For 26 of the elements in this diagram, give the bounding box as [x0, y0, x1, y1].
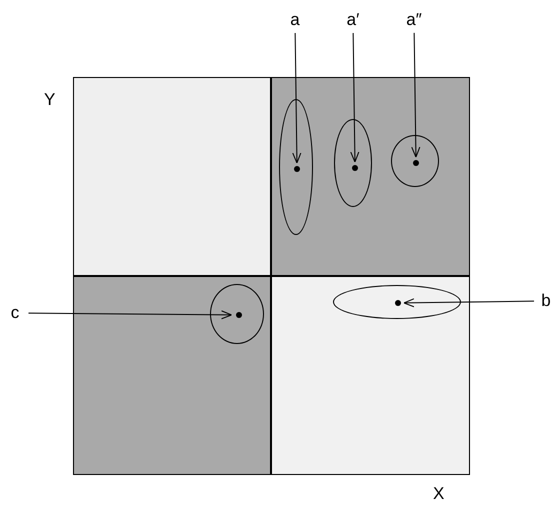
ellipse — [333, 285, 461, 319]
axis-label: X — [433, 484, 444, 504]
quadrant-panel — [73, 276, 271, 475]
dot — [294, 166, 300, 172]
dot — [413, 160, 419, 166]
ellipse — [334, 119, 372, 207]
quadrant-panel — [271, 77, 470, 276]
point-label: b — [537, 291, 554, 311]
dot — [352, 165, 358, 171]
point-label: a″ — [401, 10, 427, 30]
arrow — [28, 310, 232, 320]
point-label: a′ — [340, 10, 366, 30]
ellipse — [391, 135, 439, 187]
ellipse — [279, 99, 313, 235]
quadrant-panel — [73, 77, 271, 276]
arrow — [292, 32, 302, 164]
arrow — [403, 298, 535, 308]
axis-label: Y — [44, 90, 56, 110]
arrow — [411, 32, 420, 158]
quadrant-panel — [271, 276, 470, 475]
dot — [236, 312, 242, 318]
arrow — [350, 32, 360, 163]
point-label: c — [6, 303, 24, 323]
ellipse — [210, 284, 264, 344]
dot — [395, 300, 401, 306]
point-label: a — [283, 10, 307, 30]
